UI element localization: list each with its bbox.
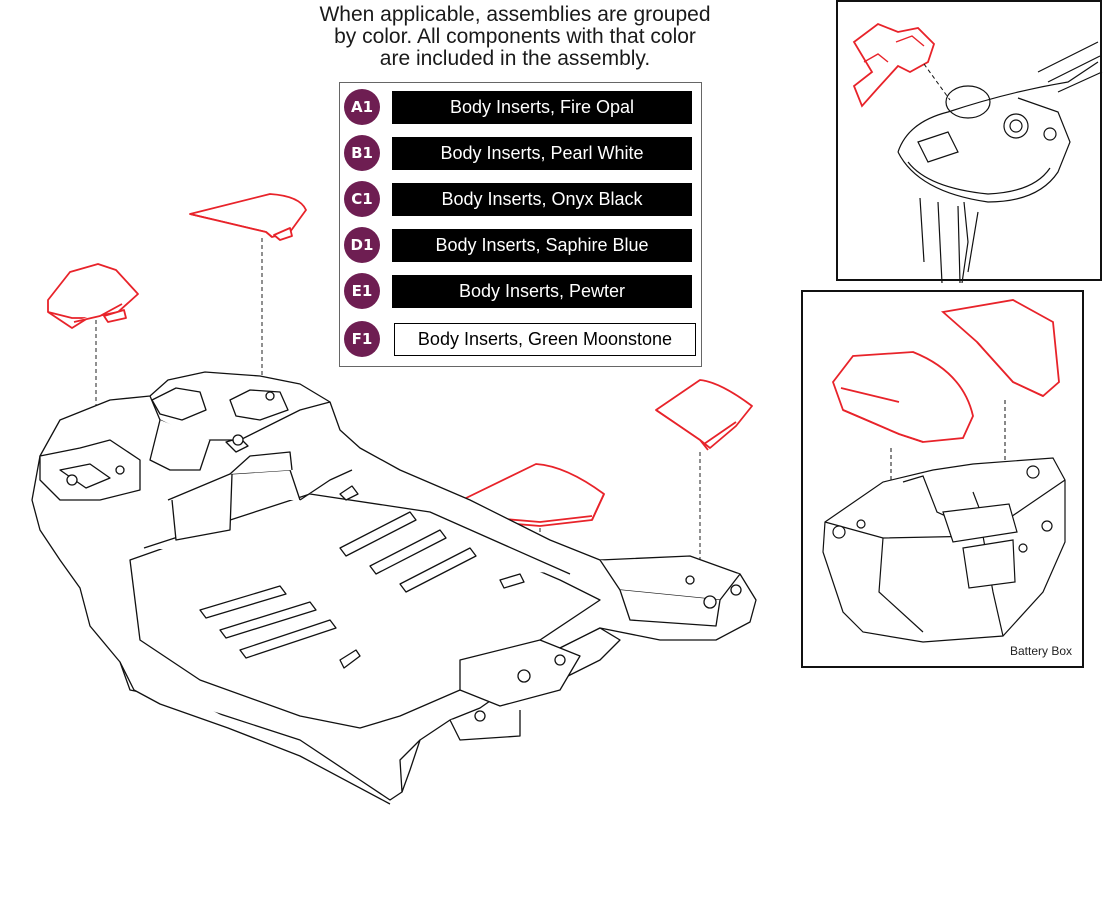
tiller-insert [852, 22, 936, 108]
legend-badge: D1 [344, 227, 380, 263]
legend-row-e1: E1 Body Inserts, Pewter [344, 271, 699, 311]
legend-badge: A1 [344, 89, 380, 125]
note-line-1: When applicable, assemblies are grouped [319, 3, 711, 26]
legend-row-a1: A1 Body Inserts, Fire Opal [344, 87, 699, 127]
inset-tiller [836, 0, 1103, 283]
legend-row-c1: C1 Body Inserts, Onyx Black [344, 179, 699, 219]
legend-row-b1: B1 Body Inserts, Pearl White [344, 133, 699, 173]
legend-label: Body Inserts, Pewter [392, 275, 692, 308]
legend-badge: F1 [344, 321, 380, 357]
color-legend: A1 Body Inserts, Fire Opal B1 Body Inser… [339, 82, 702, 367]
battery-inserts [831, 299, 1060, 443]
inset-battery-box: Battery Box [801, 290, 1084, 668]
body-insert-group [47, 193, 753, 527]
body-insert-center [461, 463, 605, 527]
scooter-base-frame [31, 371, 757, 805]
legend-badge: B1 [344, 135, 380, 171]
assembly-note: When applicable, assemblies are grouped … [270, 4, 760, 70]
legend-label: Body Inserts, Saphire Blue [392, 229, 692, 262]
legend-row-f1: F1 Body Inserts, Green Moonstone [344, 319, 699, 359]
legend-row-d1: D1 Body Inserts, Saphire Blue [344, 225, 699, 265]
battery-box-drawing [822, 299, 1066, 643]
legend-badge: C1 [344, 181, 380, 217]
note-line-3: are included in the assembly. [379, 47, 651, 70]
legend-label: Body Inserts, Onyx Black [392, 183, 692, 216]
legend-label: Body Inserts, Green Moonstone [394, 323, 696, 356]
body-insert-front-right [655, 379, 753, 449]
legend-label: Body Inserts, Fire Opal [392, 91, 692, 124]
note-line-2: by color. All components with that color [334, 25, 696, 48]
battery-box-caption: Battery Box [1009, 644, 1072, 658]
scooter-base-drawing [31, 193, 757, 805]
battery-housing [822, 457, 1066, 643]
legend-label: Body Inserts, Pearl White [392, 137, 692, 170]
tiller-drawing [852, 22, 1103, 283]
legend-badge: E1 [344, 273, 380, 309]
